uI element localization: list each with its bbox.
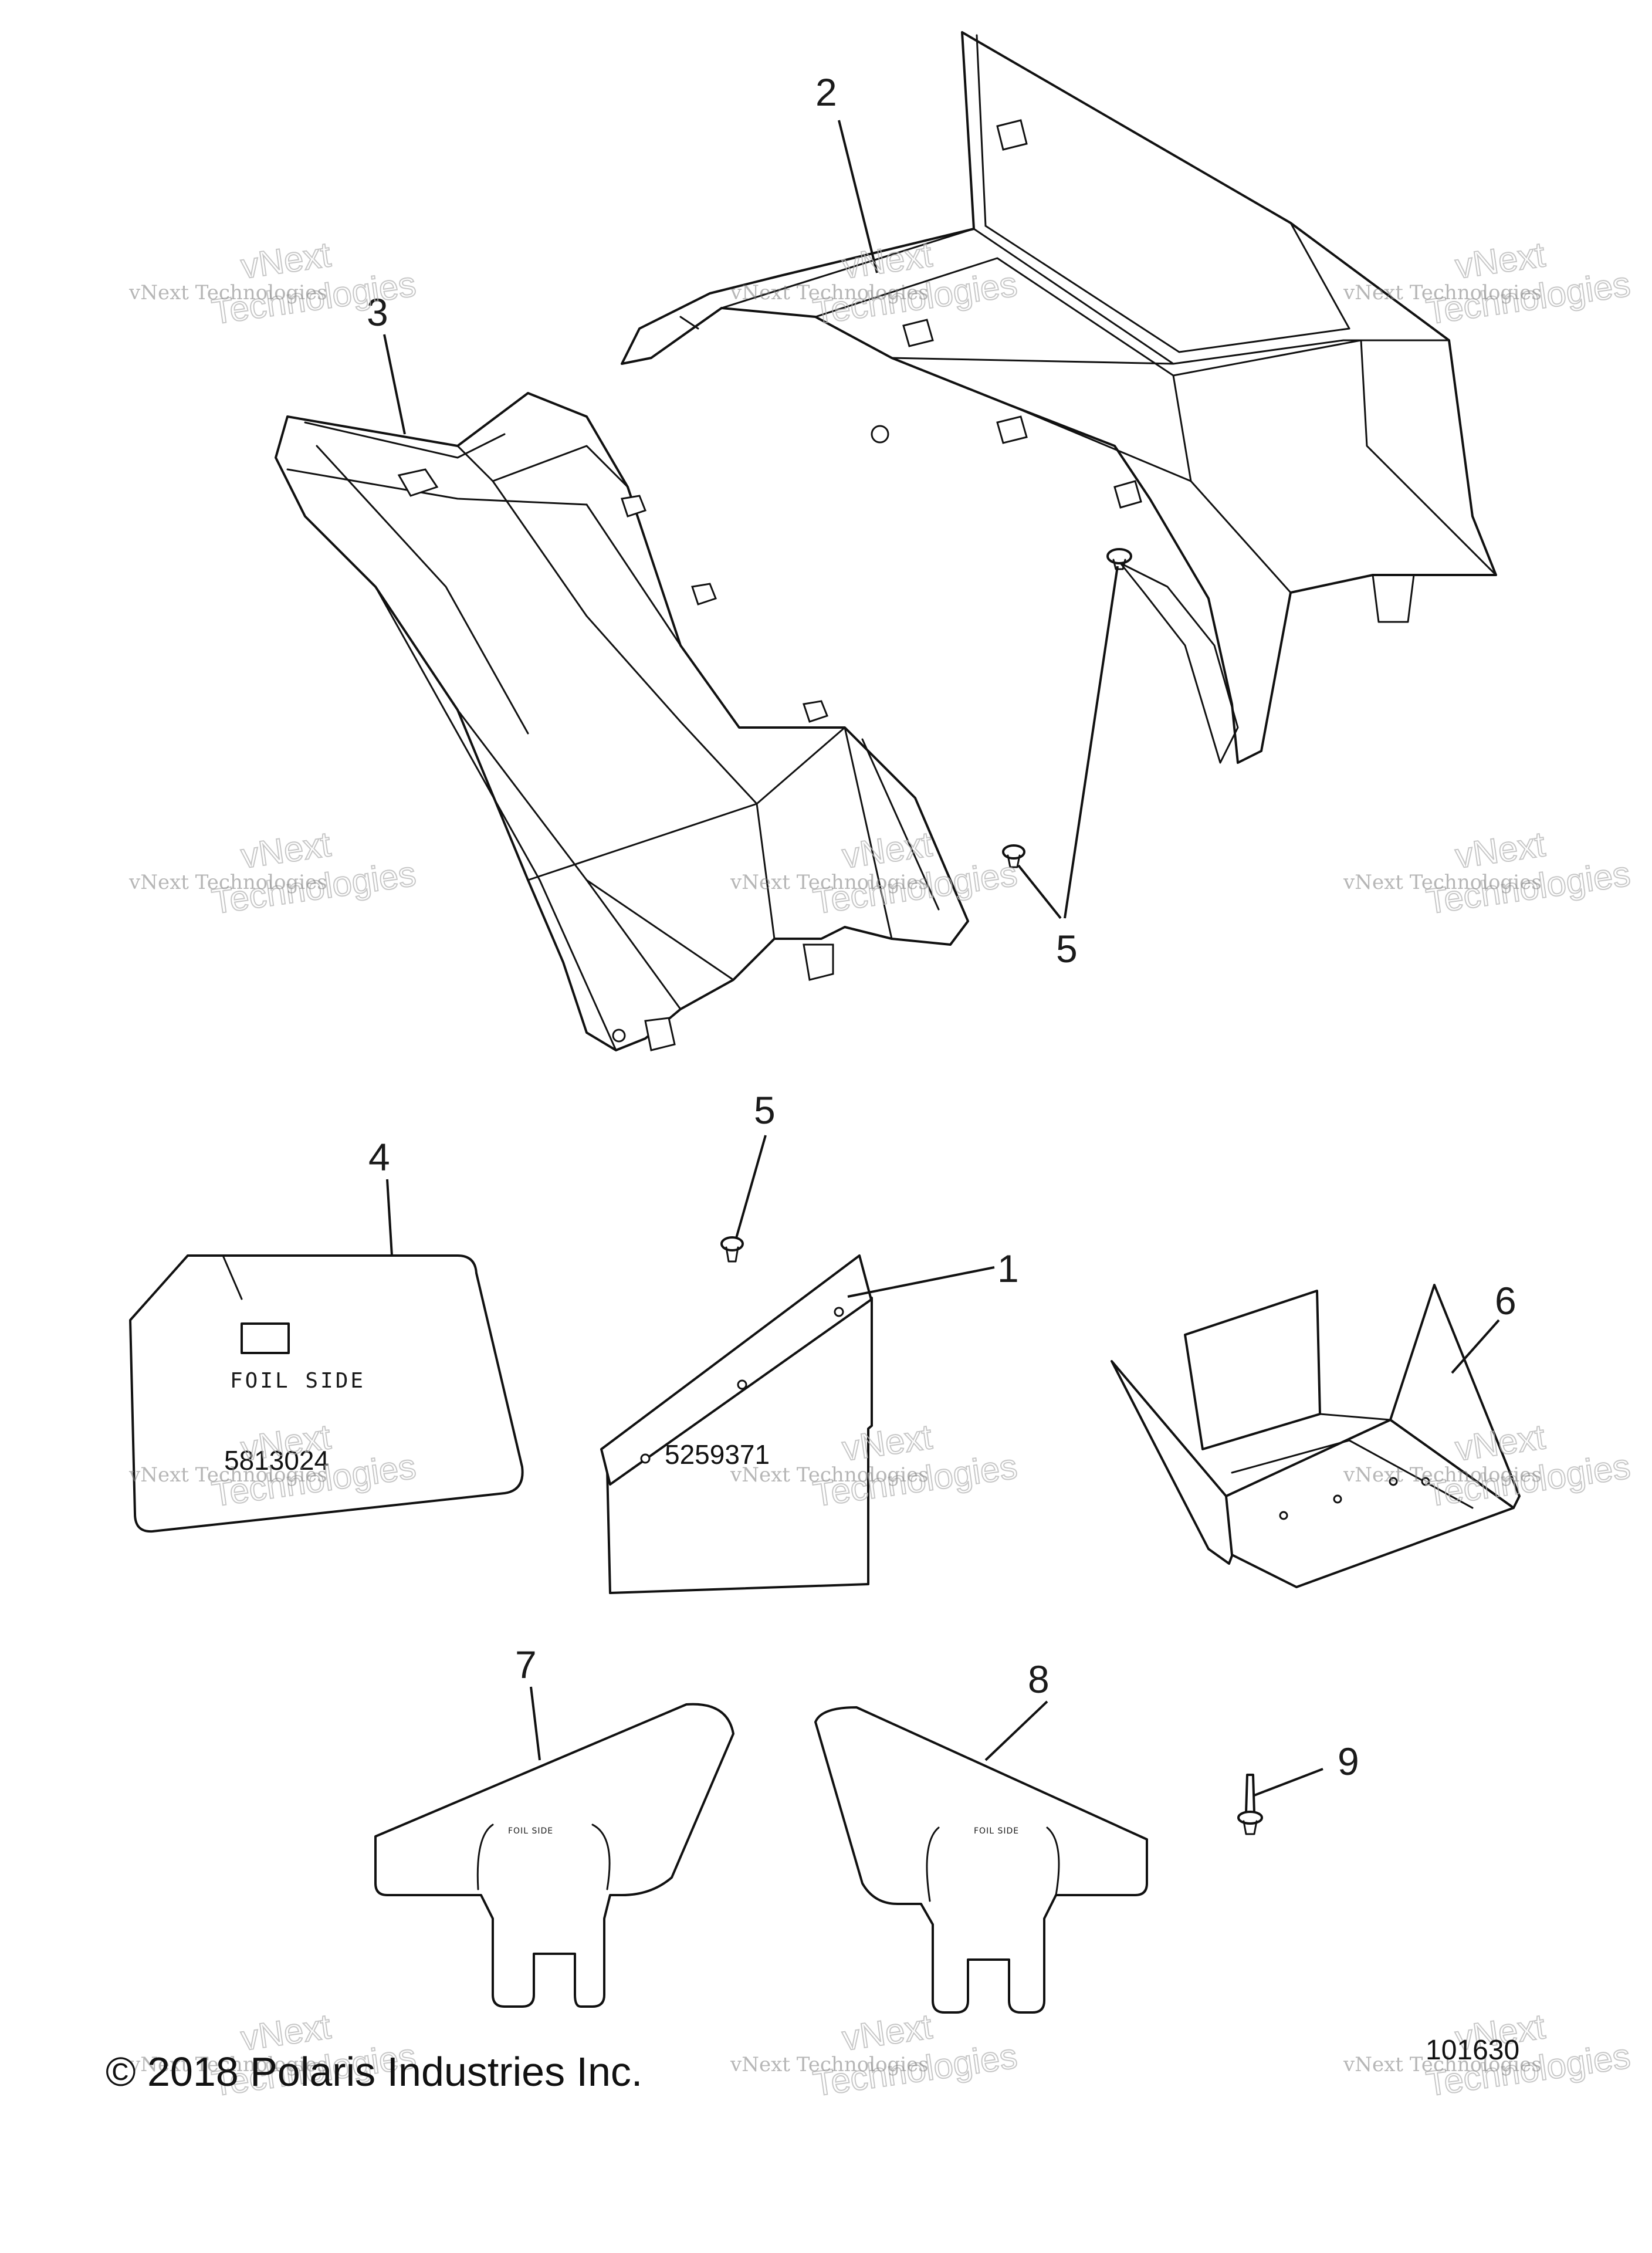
leader-9 xyxy=(1254,1768,1323,1797)
watermark: vNext Technologies xyxy=(209,2006,419,2104)
watermark: vNext Technologies xyxy=(730,1463,929,1487)
figure-number: 101630 xyxy=(1426,2035,1519,2066)
watermark: vNext Technologies xyxy=(128,1463,327,1487)
watermark: vNext Technologies xyxy=(209,234,419,332)
watermark: vNext Technologies xyxy=(1343,281,1542,305)
part-2-rear-panel xyxy=(621,31,1497,764)
callout-2: 2 xyxy=(815,70,837,114)
leader-5-lower xyxy=(735,1135,767,1239)
part-number-label-part-1: 5259371 xyxy=(665,1439,770,1470)
watermark: vNext Technologies xyxy=(1423,824,1633,922)
watermark: vNext Technologies xyxy=(730,281,929,305)
leader-7 xyxy=(530,1686,541,1761)
copyright-notice: © 2018 Polaris Industries Inc. xyxy=(106,2049,642,2095)
leader-5-middle xyxy=(1017,864,1062,919)
watermark: vNext Technologies xyxy=(209,824,419,922)
part-number-label-part-4: 5813024 xyxy=(224,1445,329,1476)
callout-4: 4 xyxy=(368,1135,390,1179)
part-1-bracket-shield xyxy=(600,1254,873,1594)
watermark: vNext Technologies xyxy=(1423,234,1633,332)
watermark: vNext Technologies xyxy=(128,2053,327,2076)
callout-6: 6 xyxy=(1495,1279,1516,1322)
part-6-floor-shield xyxy=(1111,1284,1521,1588)
foil-side-label-part-4: FOIL SIDE xyxy=(230,1369,365,1393)
callout-8: 8 xyxy=(1028,1657,1050,1701)
callout-5-upper: 5 xyxy=(1056,927,1078,970)
leader-6 xyxy=(1451,1319,1500,1374)
watermark: vNext Technologies xyxy=(128,871,327,894)
part-9-push-pin xyxy=(1237,1774,1263,1835)
leader-5-upper xyxy=(1064,566,1119,919)
leader-8 xyxy=(984,1700,1048,1761)
watermark: vNext Technologies xyxy=(730,871,929,894)
leader-4 xyxy=(386,1179,393,1256)
callout-7: 7 xyxy=(515,1643,537,1686)
callout-1: 1 xyxy=(997,1247,1019,1290)
part-5-push-rivet-upper xyxy=(1106,548,1132,570)
leader-3 xyxy=(383,334,406,435)
leader-lines xyxy=(383,120,1500,1797)
callout-9: 9 xyxy=(1338,1740,1359,1783)
watermark: vNext Technologies xyxy=(1343,871,1542,894)
part-5-push-rivet-lower xyxy=(720,1236,744,1263)
part-7-left-foil-shield xyxy=(374,1703,734,2008)
callout-5-lower: 5 xyxy=(754,1088,776,1132)
watermark: vNext Technologies xyxy=(128,281,327,305)
watermark: vNext Technologies xyxy=(810,2006,1020,2104)
leader-1 xyxy=(847,1266,995,1298)
watermark: vNext Technologies xyxy=(1343,1463,1542,1487)
watermark: vNext Technologies xyxy=(1343,2053,1542,2076)
part-5-push-rivet-middle xyxy=(1002,844,1025,868)
leader-2 xyxy=(838,120,878,273)
watermark-layer: vNext Technologies vNext Technologies vN… xyxy=(128,234,1633,2104)
foil-side-label-part-7: FOIL SIDE xyxy=(508,1826,553,1836)
watermark: vNext Technologies xyxy=(730,2053,929,2076)
part-4-foil-heat-shield xyxy=(129,1254,524,1533)
part-3-side-panel xyxy=(275,392,969,1051)
callout-3: 3 xyxy=(367,290,388,334)
foil-side-label-part-8: FOIL SIDE xyxy=(974,1826,1019,1836)
part-8-right-foil-shield xyxy=(814,1706,1148,2014)
